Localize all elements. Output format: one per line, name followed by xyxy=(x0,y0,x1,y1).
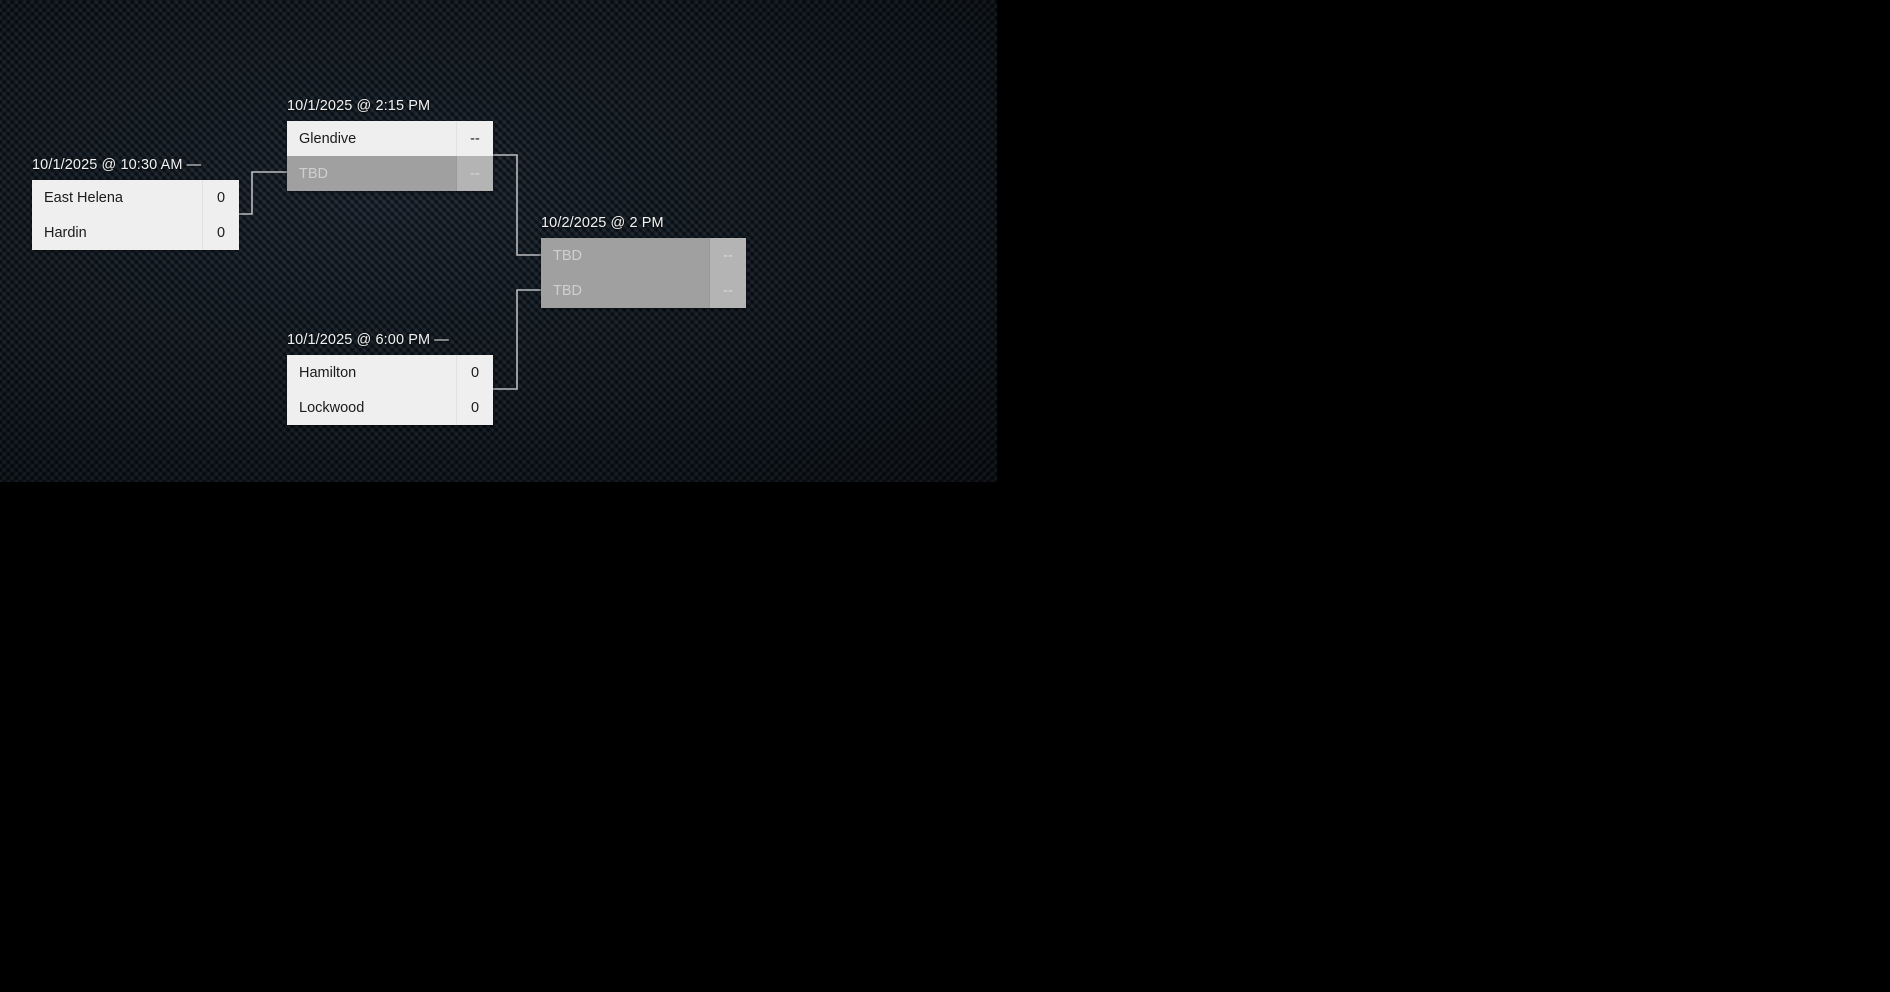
team-name: Hamilton xyxy=(299,364,357,381)
table-row[interactable]: Glendive -- xyxy=(287,121,493,156)
connector-match2-to-final xyxy=(493,154,541,256)
team-name: Glendive xyxy=(299,130,357,147)
team-name: East Helena xyxy=(44,189,123,206)
match-1[interactable]: 10/1/2025 @ 10:30 AM — East Helena 0 Har… xyxy=(32,157,239,250)
table-row[interactable]: TBD -- xyxy=(541,238,746,273)
team-score: -- xyxy=(709,273,746,308)
table-row[interactable]: Hamilton 0 xyxy=(287,355,493,390)
team-score: 0 xyxy=(202,215,239,250)
match-4-card[interactable]: TBD -- TBD -- xyxy=(541,238,746,308)
table-row[interactable]: TBD -- xyxy=(541,273,746,308)
team-name: TBD xyxy=(553,282,582,299)
match-3-label: 10/1/2025 @ 6:00 PM — xyxy=(287,332,449,348)
match-1-label: 10/1/2025 @ 10:30 AM — xyxy=(32,157,202,173)
team-score: 0 xyxy=(456,355,493,390)
table-row[interactable]: TBD -- xyxy=(287,156,493,191)
team-score: -- xyxy=(709,238,746,273)
team-score: 0 xyxy=(202,180,239,215)
team-name: Lockwood xyxy=(299,399,365,416)
table-row[interactable]: Hardin 0 xyxy=(32,215,239,250)
team-score: 0 xyxy=(456,390,493,425)
connector-match1-to-match2 xyxy=(239,171,287,215)
match-2[interactable]: 10/1/2025 @ 2:15 PM Glendive -- TBD -- xyxy=(287,98,493,191)
match-4-final[interactable]: 10/2/2025 @ 2 PM TBD -- TBD -- xyxy=(541,215,746,308)
match-1-card[interactable]: East Helena 0 Hardin 0 xyxy=(32,180,239,250)
connector-match3-to-final xyxy=(493,289,541,390)
match-4-label: 10/2/2025 @ 2 PM xyxy=(541,215,664,231)
match-3[interactable]: 10/1/2025 @ 6:00 PM — Hamilton 0 Lockwoo… xyxy=(287,332,493,425)
match-2-label: 10/1/2025 @ 2:15 PM xyxy=(287,98,431,114)
match-2-card[interactable]: Glendive -- TBD -- xyxy=(287,121,493,191)
table-row[interactable]: Lockwood 0 xyxy=(287,390,493,425)
team-score: -- xyxy=(456,156,493,191)
team-name: TBD xyxy=(299,165,328,182)
table-row[interactable]: East Helena 0 xyxy=(32,180,239,215)
team-score: -- xyxy=(456,121,493,156)
team-name: TBD xyxy=(553,247,582,264)
match-3-card[interactable]: Hamilton 0 Lockwood 0 xyxy=(287,355,493,425)
team-name: Hardin xyxy=(44,224,87,241)
tournament-bracket: 10/1/2025 @ 10:30 AM — East Helena 0 Har… xyxy=(0,0,997,482)
